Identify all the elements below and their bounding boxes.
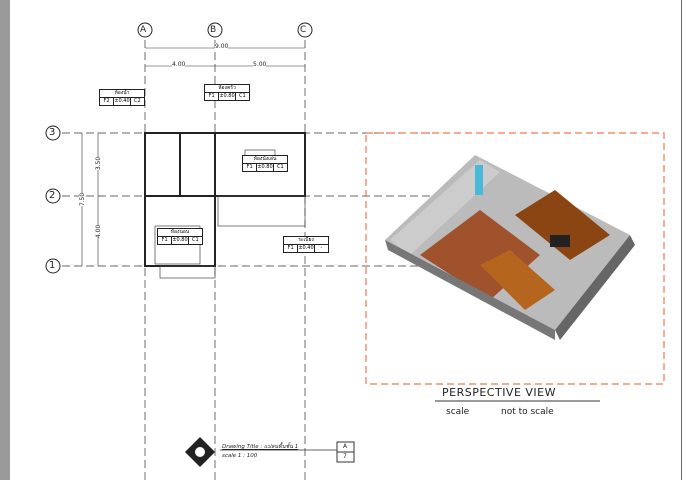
dim-x1: 4.00	[172, 61, 186, 68]
dim-y2: 4.00	[95, 224, 103, 239]
grid-label-2: 2	[49, 190, 56, 201]
title-block	[681, 0, 691, 480]
floor-plan	[45, 22, 665, 480]
scale-value: not to scale	[501, 407, 554, 417]
sheet-number: 7	[343, 453, 347, 460]
dim-total-x: 9.00	[215, 43, 229, 50]
grid-label-a: A	[140, 25, 147, 35]
perspective-render	[385, 155, 635, 340]
grid-label-1: 1	[49, 260, 56, 271]
dim-total-y: 7.50	[79, 192, 87, 207]
drawing-sheet: A B C 3 2 1 9.00 4.00 5.00 7.50 3.50 4.0…	[10, 0, 691, 480]
grid-label-c: C	[300, 25, 307, 35]
drawing-title: Drawing Title : แปลนพื้นชั้น 1	[222, 444, 299, 450]
drawing-scale: scale 1 : 100	[222, 453, 258, 459]
perspective-frame	[365, 132, 665, 385]
dim-x2: 5.00	[253, 61, 267, 68]
sheet-letter: A	[343, 443, 348, 450]
scale-label: scale	[446, 407, 470, 417]
dim-y1: 3.50	[95, 156, 103, 171]
north-symbol-icon	[185, 437, 215, 467]
grid-label-3: 3	[49, 127, 56, 138]
perspective-title: PERSPECTIVE VIEW	[442, 386, 557, 399]
grid-label-b: B	[210, 25, 217, 35]
